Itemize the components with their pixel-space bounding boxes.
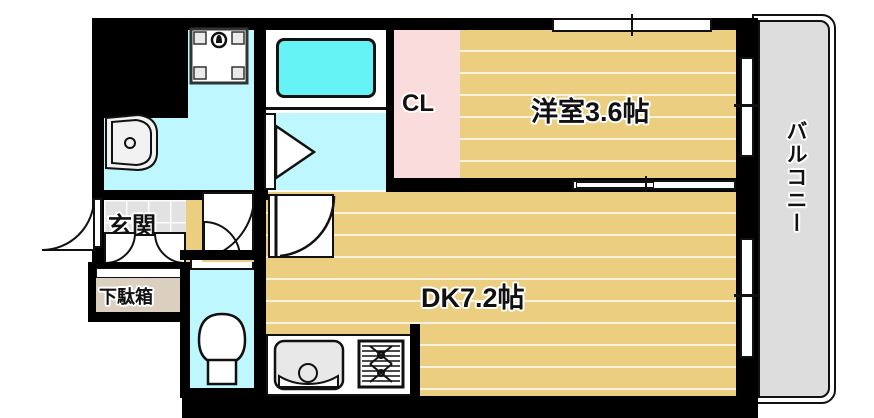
room-closet (394, 30, 460, 178)
genkan-inner-door-swing[interactable] (104, 232, 186, 265)
room-label-balcony: バルコニー (784, 120, 807, 235)
room-label-bedroom: 洋室3.6帖 (531, 97, 650, 127)
wall-closet-left (386, 18, 394, 190)
balcony-door-dk-handle (734, 294, 760, 297)
wall-washroom-left (92, 110, 104, 190)
wall-toilet-bottom (180, 388, 264, 398)
getabako-front-line (96, 268, 186, 278)
wall-toilet-notch (140, 312, 190, 322)
wall-stub-genkan-right (254, 190, 266, 262)
wall-stub-toilet-top (180, 250, 266, 260)
room-sliding-door-mullion (645, 176, 647, 194)
genkan-step-strip (186, 200, 202, 262)
toilet-icon (197, 312, 247, 386)
room-sliding-door[interactable] (572, 180, 736, 190)
washbasin-icon (105, 113, 158, 172)
wall-genkan-bottom (92, 262, 202, 270)
entrance-swing-door[interactable] (40, 196, 96, 252)
balcony-sliding-door-dk[interactable] (740, 238, 754, 358)
bathtub-icon (276, 38, 376, 98)
balcony-sliding-door-bedroom[interactable] (740, 57, 754, 157)
kitchen-sink-icon (273, 339, 345, 391)
balcony-door-bedroom-handle (734, 104, 760, 107)
washing-machine-icon (189, 27, 249, 85)
room-balcony (758, 20, 830, 398)
north-window-mullion (631, 14, 633, 36)
wall-upper-left-block (92, 18, 188, 118)
wall-getabako-bottom (88, 312, 188, 322)
bath-folding-door[interactable] (274, 123, 317, 181)
room-getabako (96, 278, 186, 312)
wall-toilet-left (180, 262, 190, 398)
wall-genkan-top (92, 190, 262, 200)
corridor-door-right-panel[interactable] (268, 194, 334, 258)
room-label-closet: CL (402, 90, 434, 117)
wall-getabako-left (88, 262, 96, 320)
room-sliding-door-leaf[interactable] (576, 182, 654, 188)
gas-stove-icon (357, 339, 405, 389)
room-label-getabako: 下駄箱 (99, 287, 153, 307)
kitchen-side-wall (410, 324, 420, 396)
wall-bottom (182, 396, 758, 418)
wall-bath-left (254, 18, 266, 190)
bath-folding-door-panel[interactable] (264, 113, 276, 190)
room-label-dk: DK7.2帖 (421, 283, 525, 313)
corridor-door-right-swing[interactable] (266, 194, 336, 260)
room-bedroom (460, 30, 736, 178)
